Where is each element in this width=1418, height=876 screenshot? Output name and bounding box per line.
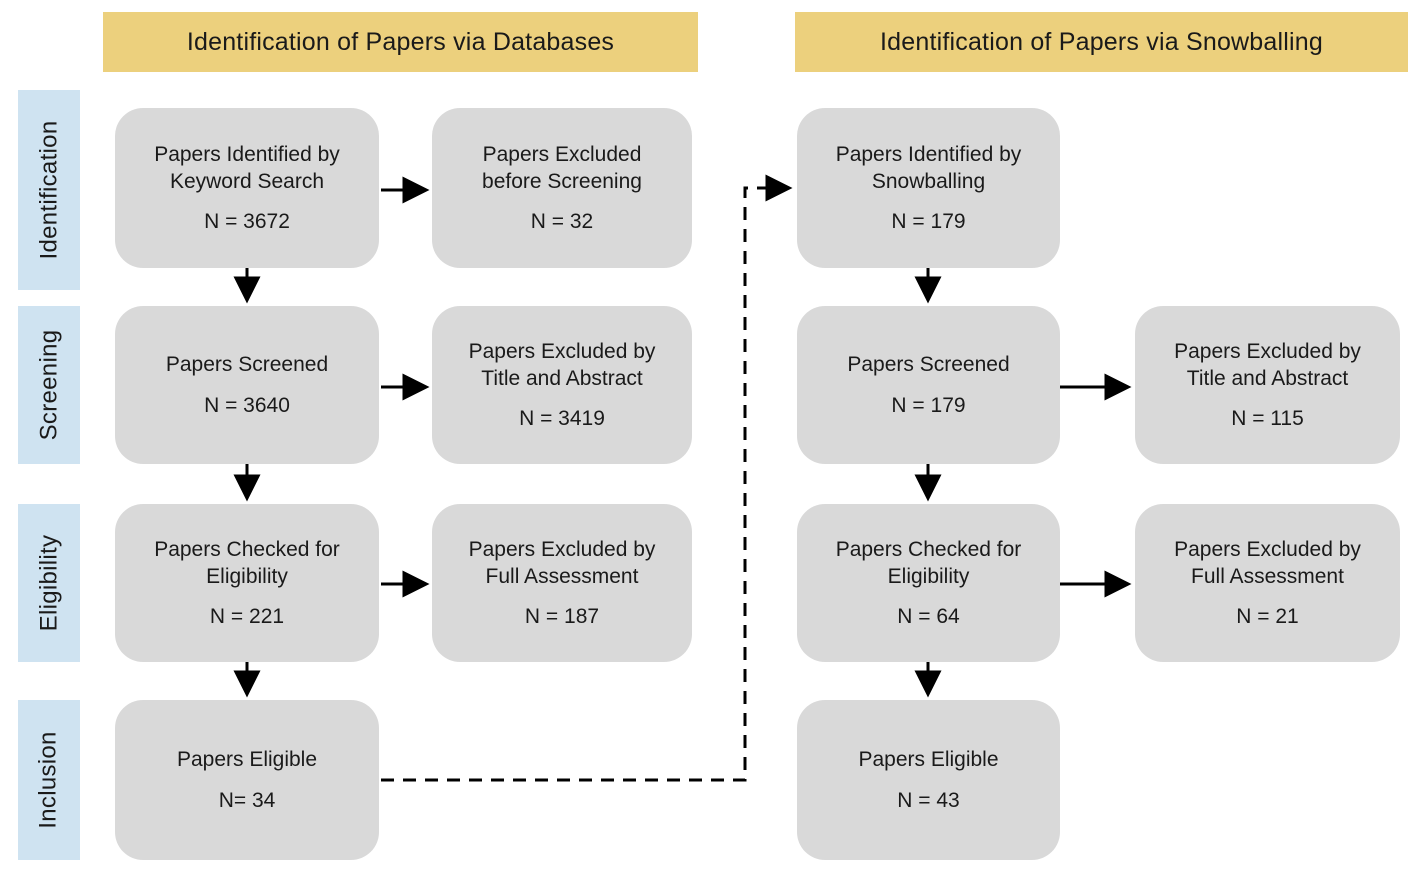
box-sb-excluded-full-assessment: Papers Excluded by Full Assessment N = 2… (1135, 504, 1400, 662)
stage-identification-label: Identification (35, 120, 62, 260)
banner-snowballing: Identification of Papers via Snowballing (795, 12, 1408, 72)
box-sb-identified: Papers Identified by Snowballing N = 179 (797, 108, 1060, 268)
banner-databases-label: Identification of Papers via Databases (186, 27, 615, 56)
box-db-eligible-label: Papers Eligible (176, 748, 318, 772)
box-sb-identified-count: N = 179 (891, 210, 966, 234)
box-db-excluded-title-abstract-label: Papers Excluded by Title and Abstract (468, 339, 656, 390)
box-sb-excluded-full-assessment-label: Papers Excluded by Full Assessment (1174, 537, 1361, 588)
box-db-excluded-full-assessment-count: N = 187 (524, 605, 600, 629)
box-db-eligibility-check: Papers Checked for Eligibility N = 221 (115, 504, 379, 662)
box-db-excluded-full-assessment: Papers Excluded by Full Assessment N = 1… (432, 504, 692, 662)
box-sb-excluded-full-assessment-count: N = 21 (1236, 605, 1299, 629)
stage-screening: Screening (18, 306, 80, 464)
box-db-screened-label: Papers Screened (165, 353, 329, 377)
arrow-db-eligible-to-sb-identified-dashed (381, 174, 793, 782)
stage-inclusion-label: Inclusion (35, 731, 62, 829)
box-db-excluded-title-abstract-count: N = 3419 (519, 407, 605, 431)
box-db-eligibility-check-count: N = 221 (209, 605, 285, 629)
box-sb-screened-label: Papers Screened (847, 353, 1010, 377)
box-sb-excluded-title-abstract: Papers Excluded by Title and Abstract N … (1135, 306, 1400, 464)
stage-identification: Identification (18, 90, 80, 290)
box-db-identified-label: Papers Identified by Keyword Search (154, 142, 340, 193)
stage-screening-label: Screening (35, 329, 62, 441)
box-sb-identified-label: Papers Identified by Snowballing (835, 142, 1022, 193)
box-sb-eligibility-check: Papers Checked for Eligibility N = 64 (797, 504, 1060, 662)
box-db-identified-count: N = 3672 (204, 210, 290, 234)
box-sb-eligible: Papers Eligible N = 43 (797, 700, 1060, 860)
stage-eligibility: Eligibility (18, 504, 80, 662)
box-db-screened: Papers Screened N = 3640 (115, 306, 379, 464)
banner-databases: Identification of Papers via Databases (103, 12, 698, 72)
box-db-excluded-full-assessment-label: Papers Excluded by Full Assessment (468, 537, 656, 588)
stage-eligibility-label: Eligibility (35, 534, 63, 632)
box-sb-excluded-title-abstract-count: N = 115 (1231, 407, 1304, 431)
box-sb-eligibility-check-count: N = 64 (897, 605, 960, 629)
box-db-eligibility-check-label: Papers Checked for Eligibility (154, 537, 340, 588)
box-sb-screened-count: N = 179 (891, 393, 966, 417)
box-db-eligible-count: N= 34 (218, 788, 276, 812)
box-db-excluded-title-abstract: Papers Excluded by Title and Abstract N … (432, 306, 692, 464)
stage-inclusion: Inclusion (18, 700, 80, 860)
box-db-excluded-before-screening-count: N = 32 (530, 210, 594, 234)
box-db-identified: Papers Identified by Keyword Search N = … (115, 108, 379, 268)
box-db-excluded-before-screening: Papers Excluded before Screening N = 32 (432, 108, 692, 268)
box-db-eligible: Papers Eligible N= 34 (115, 700, 379, 860)
box-sb-eligible-label: Papers Eligible (858, 748, 999, 772)
box-sb-eligibility-check-label: Papers Checked for Eligibility (835, 537, 1022, 588)
box-db-screened-count: N = 3640 (204, 393, 290, 417)
box-sb-eligible-count: N = 43 (897, 788, 960, 812)
box-db-excluded-before-screening-label: Papers Excluded before Screening (482, 142, 642, 193)
banner-snowballing-label: Identification of Papers via Snowballing (880, 27, 1323, 56)
box-sb-excluded-title-abstract-label: Papers Excluded by Title and Abstract (1174, 339, 1361, 390)
box-sb-screened: Papers Screened N = 179 (797, 306, 1060, 464)
